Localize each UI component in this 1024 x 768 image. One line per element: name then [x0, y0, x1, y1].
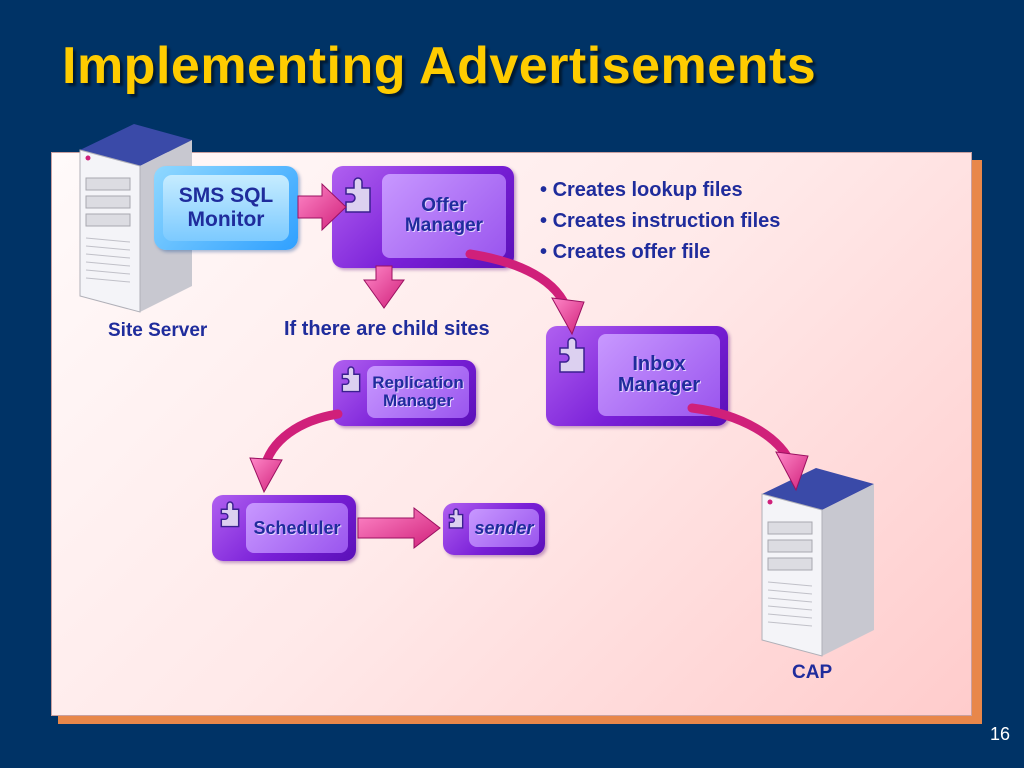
site-server-label: Site Server — [108, 320, 208, 341]
arrow-offer-to-inbox — [465, 249, 573, 317]
child-sites-note: If there are child sites — [284, 318, 490, 340]
scheduler-box: Scheduler — [212, 495, 356, 561]
offer-manager-line2: Manager — [404, 215, 484, 236]
arrow-sms-to-offer — [297, 182, 347, 232]
slide-title: Implementing Advertisements — [62, 37, 817, 95]
bullet-item: Creates offer file — [540, 237, 780, 268]
puzzle-icon — [345, 177, 371, 213]
replication-manager-box: Replication Manager — [333, 360, 476, 426]
offer-manager-bullets: Creates lookup files Creates instruction… — [540, 175, 781, 268]
cap-server-icon — [761, 468, 874, 657]
sender-box: sender — [443, 503, 545, 555]
site-server-icon — [79, 124, 192, 313]
arrow-offer-down — [363, 265, 405, 309]
inbox-manager-line1: Inbox — [632, 353, 686, 375]
arrow-replication-to-scheduler-head — [249, 457, 283, 494]
inbox-manager-line2: Manager — [617, 374, 701, 396]
puzzle-icon — [220, 501, 240, 528]
sms-sql-monitor-line1: SMS SQL — [178, 183, 274, 207]
replication-manager-line1: Replication — [372, 373, 464, 393]
replication-manager-line2: Manager — [383, 391, 453, 410]
sms-sql-monitor-box: SMS SQL Monitor — [154, 166, 298, 250]
arrow-inbox-to-cap-head — [775, 451, 809, 492]
offer-manager-line1: Offer — [421, 195, 467, 217]
puzzle-icon — [341, 366, 361, 393]
scheduler-label: Scheduler — [253, 517, 341, 538]
bullet-item: Creates instruction files — [540, 206, 781, 237]
puzzle-icon — [559, 337, 585, 373]
sms-sql-monitor-line2: Monitor — [187, 208, 265, 231]
bullet-item: Creates lookup files — [540, 175, 780, 206]
page-number: 16 — [990, 724, 1011, 744]
arrow-scheduler-to-sender — [357, 506, 441, 550]
sender-label: sender — [474, 517, 534, 538]
arrow-offer-to-inbox-head — [551, 297, 585, 336]
cap-label: CAP — [792, 662, 833, 683]
puzzle-icon — [448, 508, 464, 529]
offer-manager-box: Offer Manager — [332, 166, 514, 268]
arrow-inbox-to-cap — [687, 403, 797, 471]
